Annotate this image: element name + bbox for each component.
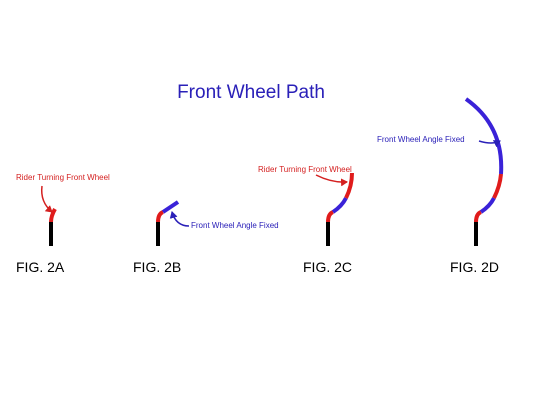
annotation-arrow xyxy=(478,140,501,148)
figure-2a: Rider Turning Front Wheel FIG. 2A xyxy=(16,173,110,275)
fig-label-2b: FIG. 2B xyxy=(133,259,181,275)
annotation-rider-turning: Rider Turning Front Wheel xyxy=(16,173,110,182)
fig-label-2a: FIG. 2A xyxy=(16,259,65,275)
diagram-title: Front Wheel Path xyxy=(177,82,325,103)
annotation-rider-turning: Rider Turning Front Wheel xyxy=(258,165,352,174)
annotation-arrow xyxy=(315,174,348,187)
red-turning-segment xyxy=(474,210,482,223)
red-turning-segment xyxy=(49,208,57,223)
blue-fixed-segment xyxy=(161,200,180,214)
annotation-arrow xyxy=(40,185,53,213)
figure-2b: Front Wheel Angle Fixed FIG. 2B xyxy=(133,200,279,275)
figure-2d: Front Wheel Angle Fixed FIG. 2D xyxy=(377,97,504,275)
blue-fixed-segment xyxy=(331,197,348,214)
fig-label-2c: FIG. 2C xyxy=(303,259,352,275)
annotation-angle-fixed: Front Wheel Angle Fixed xyxy=(377,135,465,144)
fig-label-2d: FIG. 2D xyxy=(450,259,499,275)
red-turning-segment xyxy=(326,210,334,223)
figure-2c: Rider Turning Front Wheel FIG. 2C xyxy=(258,165,354,275)
blue-fixed-segment xyxy=(479,197,496,214)
annotation-angle-fixed: Front Wheel Angle Fixed xyxy=(191,221,279,230)
red-turning-segment xyxy=(156,210,164,223)
annotation-arrow xyxy=(169,211,190,227)
red-turning-segment-2 xyxy=(492,173,503,199)
blue-fixed-segment-2 xyxy=(464,97,504,175)
red-turning-segment-2 xyxy=(344,172,354,199)
